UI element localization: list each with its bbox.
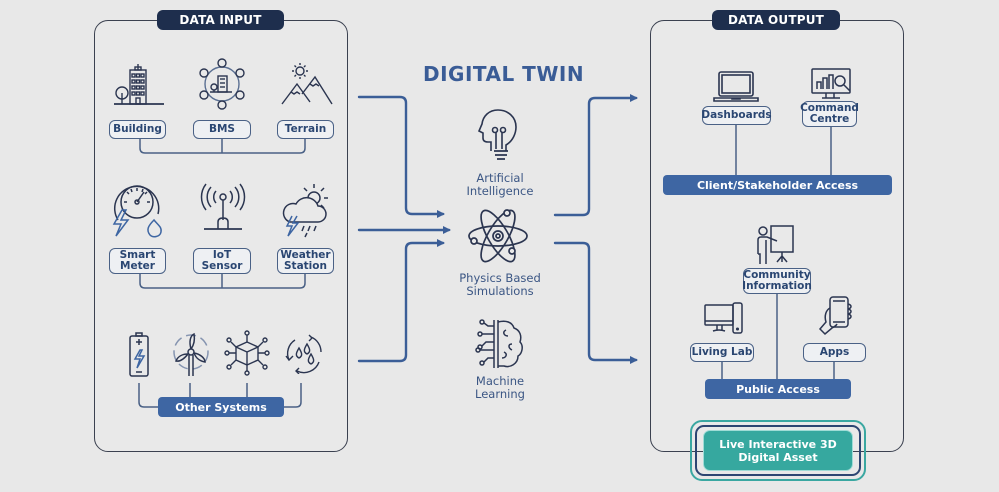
desktop-tablet-icon xyxy=(704,302,743,334)
smart-meter-icon xyxy=(112,185,162,238)
iot-antenna-icon xyxy=(200,183,246,230)
head-lightbulb-icon xyxy=(477,109,517,160)
input-label-weather-station: Weather Station xyxy=(277,248,334,274)
cube-network-icon xyxy=(224,330,270,376)
output-label-community-information: Community Information xyxy=(742,268,812,294)
arrow-output-top xyxy=(553,94,638,217)
water-cycle-icon xyxy=(285,334,322,374)
digital-asset-inner-ring xyxy=(695,425,861,476)
output-label-dashboards: Dashboards xyxy=(701,106,772,125)
input-label-smart-meter: Smart Meter xyxy=(109,248,166,274)
digital-asset-outer-ring xyxy=(690,420,866,481)
battery-icon xyxy=(129,332,149,377)
input-label-terrain: Terrain xyxy=(277,120,334,139)
arrow-input-bottom xyxy=(357,239,445,363)
wind-turbine-icon xyxy=(173,332,209,376)
output-label-apps: Apps xyxy=(803,343,866,362)
page-title: DIGITAL TWIN xyxy=(423,62,585,86)
arrow-input-top xyxy=(357,95,445,218)
storm-cloud-icon xyxy=(282,184,328,238)
client-stakeholder-access-bar: Client/Stakeholder Access xyxy=(663,175,892,195)
live-3d-digital-asset: Live Interactive 3D Digital Asset xyxy=(703,430,853,471)
laptop-icon xyxy=(713,71,759,102)
output-label-living-lab: Living Lab xyxy=(690,343,754,362)
arrow-output-bottom xyxy=(553,241,638,364)
bracket-row1 xyxy=(139,138,306,154)
core-label-ml: Machine Learning xyxy=(475,374,525,401)
mountain-sun-icon xyxy=(281,63,333,105)
atom-icon xyxy=(468,209,528,263)
input-label-iot-sensor: IoT Sensor xyxy=(193,248,251,274)
monitor-chart-icon xyxy=(811,68,851,99)
presenter-icon xyxy=(757,225,794,264)
input-label-bms: BMS xyxy=(193,120,251,139)
bracket-row3 xyxy=(138,383,302,408)
data-output-header: DATA OUTPUT xyxy=(712,10,840,30)
data-input-header: DATA INPUT xyxy=(157,10,284,30)
public-access-bar: Public Access xyxy=(705,379,851,399)
core-label-physics: Physics Based Simulations xyxy=(459,271,541,298)
brain-circuit-icon xyxy=(475,319,523,368)
phone-hand-icon xyxy=(818,296,852,336)
input-label-building: Building xyxy=(109,120,166,139)
output-label-command-centre: Command Centre xyxy=(800,101,859,127)
other-systems-bar: Other Systems xyxy=(158,397,284,417)
core-label-ai: Artificial Intelligence xyxy=(466,171,534,198)
building-icon xyxy=(114,64,164,105)
bracket-row2 xyxy=(139,273,306,289)
bms-network-icon xyxy=(199,58,245,110)
